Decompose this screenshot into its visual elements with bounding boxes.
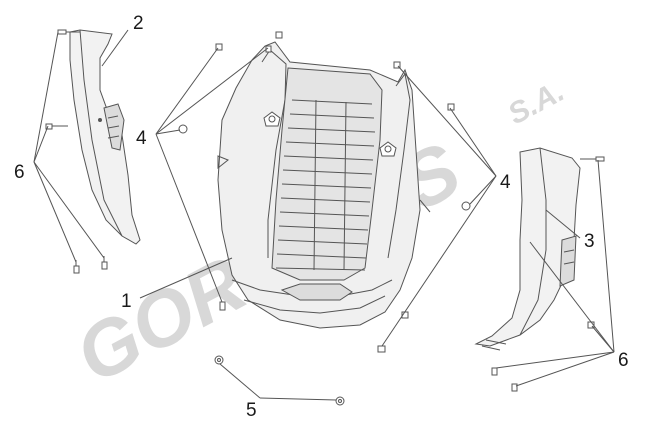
callout-3: 3: [584, 231, 595, 252]
callout-labels: 1 2 3 4 4 5 6 6: [14, 13, 629, 421]
screw-icon: [580, 156, 605, 162]
callout-4-left: 4: [136, 128, 147, 149]
callout-2: 2: [133, 13, 144, 34]
screw-icon: [275, 31, 283, 39]
screw-icon: [215, 43, 223, 51]
screw-icon: [45, 123, 68, 130]
callout-1: 1: [121, 291, 132, 312]
screw-icon: [491, 367, 498, 376]
callout-5: 5: [246, 400, 257, 421]
clip-icon: [178, 124, 188, 134]
nut-icon: [335, 396, 345, 406]
screw-icon: [377, 345, 386, 353]
screw-icon: [393, 61, 401, 69]
callout-6-left: 6: [14, 162, 25, 183]
nut-icon: [214, 355, 224, 365]
leader-lines: [33, 29, 615, 401]
part-2-left-side-panel: [69, 29, 141, 245]
part-3-right-side-panel: [474, 147, 581, 351]
part-1-front-shield: [217, 41, 431, 329]
screw-icon: [101, 256, 108, 270]
screw-icon: [511, 383, 518, 392]
fasteners: [45, 29, 605, 406]
callout-6-right: 6: [618, 350, 629, 371]
clip-icon: [461, 201, 471, 211]
screw-icon: [73, 260, 80, 274]
callout-4-right: 4: [500, 172, 511, 193]
watermark-suffix: S.A.: [503, 75, 570, 132]
screw-icon: [219, 301, 226, 311]
